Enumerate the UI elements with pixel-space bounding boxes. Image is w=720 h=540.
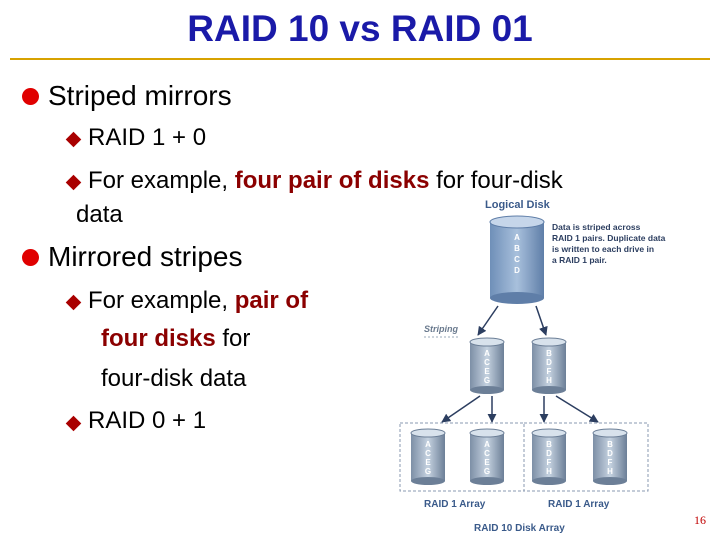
raid10-diagram: Logical Disk A B C D Data is striped acr…: [399, 199, 666, 534]
mirror-disk: A C E G: [410, 428, 446, 485]
mirror-block-label: C: [484, 449, 490, 458]
bullet-striped-mirrors: Striped mirrors: [48, 80, 232, 111]
highlight-text: four disks: [101, 325, 216, 352]
sub-bullet-example-raid10: For example, four pair of disks for four…: [88, 167, 563, 195]
sub-bullet-example-raid10-cont: data: [76, 201, 123, 228]
raid1-array-box-right: [523, 422, 649, 492]
stripe-disk-right: B D F H: [531, 337, 567, 394]
stripe-block-label: C: [484, 358, 490, 367]
bullet-dot-icon: [22, 88, 39, 105]
stripe-block-label: D: [546, 358, 552, 367]
arrow-logical-to-left: [477, 305, 499, 336]
mirror-block-label: B: [607, 440, 613, 449]
example-text: for: [215, 325, 251, 352]
title-underline: [10, 58, 710, 60]
raid10-note: Data is striped across RAID 1 pairs. Dup…: [552, 222, 666, 265]
example-text: For example,: [88, 167, 235, 194]
mirror-block-label: G: [425, 467, 431, 476]
sub-bullet-diamond-icon: [65, 131, 82, 148]
bullet-mirrored-stripes: Mirrored stripes: [48, 241, 243, 272]
mirror-block-label: C: [425, 449, 431, 458]
sub-bullet-example-raid01-line2: four disks for: [101, 325, 250, 353]
mirror-block-label: H: [607, 467, 613, 476]
mirror-block-label: E: [484, 458, 490, 467]
mirror-block-label: E: [425, 458, 431, 467]
highlight-text: four pair of disks: [234, 167, 430, 194]
raid1-array-label-left: RAID 1 Array: [424, 499, 486, 510]
mirror-block-label: A: [484, 440, 490, 449]
logical-disk-cylinder: A B C D: [489, 215, 545, 304]
stripe-block-label: G: [484, 376, 490, 385]
mirror-disk: B D F H: [531, 428, 567, 485]
mirror-block-label: F: [547, 458, 552, 467]
striping-label: Striping: [424, 324, 458, 334]
slide-title: RAID 10 vs RAID 01: [187, 8, 533, 49]
raid10-caption: RAID 10 Disk Array: [474, 523, 565, 534]
mirror-block-label: F: [608, 458, 613, 467]
sub-bullet-diamond-icon: [65, 174, 82, 191]
arrow-right-to-mirror2: [555, 395, 599, 423]
note-line: Data is striped across: [552, 222, 641, 232]
stripe-block-label: E: [484, 367, 490, 376]
highlight-text: pair of: [234, 287, 309, 314]
mirror-block-label: B: [546, 440, 552, 449]
example-text: for four-disk: [429, 167, 563, 194]
example-text: For example,: [88, 287, 235, 314]
logical-block-label: B: [514, 244, 520, 253]
sub-bullet-raid01: RAID 0 + 1: [88, 407, 207, 434]
logical-block-label: C: [514, 255, 520, 264]
stripe-block-label: H: [546, 376, 552, 385]
logical-disk-label: Logical Disk: [485, 199, 551, 211]
bullet-dot-icon: [22, 249, 39, 266]
logical-block-label: D: [514, 266, 520, 275]
stripe-block-label: B: [546, 349, 552, 358]
stripe-disk-left: A C E G: [469, 337, 505, 394]
arrow-left-to-mirror1: [441, 395, 481, 423]
mirror-block-label: D: [607, 449, 613, 458]
mirror-disk: B D F H: [592, 428, 628, 485]
note-line: is written to each drive in: [552, 244, 654, 254]
stripe-block-label: A: [484, 349, 490, 358]
mirror-block-label: G: [484, 467, 490, 476]
sub-bullet-raid10: RAID 1 + 0: [88, 124, 207, 151]
logical-block-label: A: [514, 233, 520, 242]
mirror-block-label: D: [546, 449, 552, 458]
arrow-logical-to-right: [535, 305, 548, 336]
sub-bullet-example-raid01: For example, pair of: [88, 287, 308, 315]
mirror-disk: A C E G: [469, 428, 505, 485]
note-line: a RAID 1 pair.: [552, 255, 607, 265]
page-number: 16: [694, 513, 706, 527]
sub-bullet-example-raid01-line3: four-disk data: [101, 365, 247, 392]
raid1-array-label-right: RAID 1 Array: [548, 499, 610, 510]
mirror-block-label: A: [425, 440, 431, 449]
note-line: RAID 1 pairs. Duplicate data: [552, 233, 666, 243]
mirror-block-label: H: [546, 467, 552, 476]
sub-bullet-diamond-icon: [65, 415, 82, 432]
stripe-block-label: F: [547, 367, 552, 376]
sub-bullet-diamond-icon: [65, 294, 82, 311]
